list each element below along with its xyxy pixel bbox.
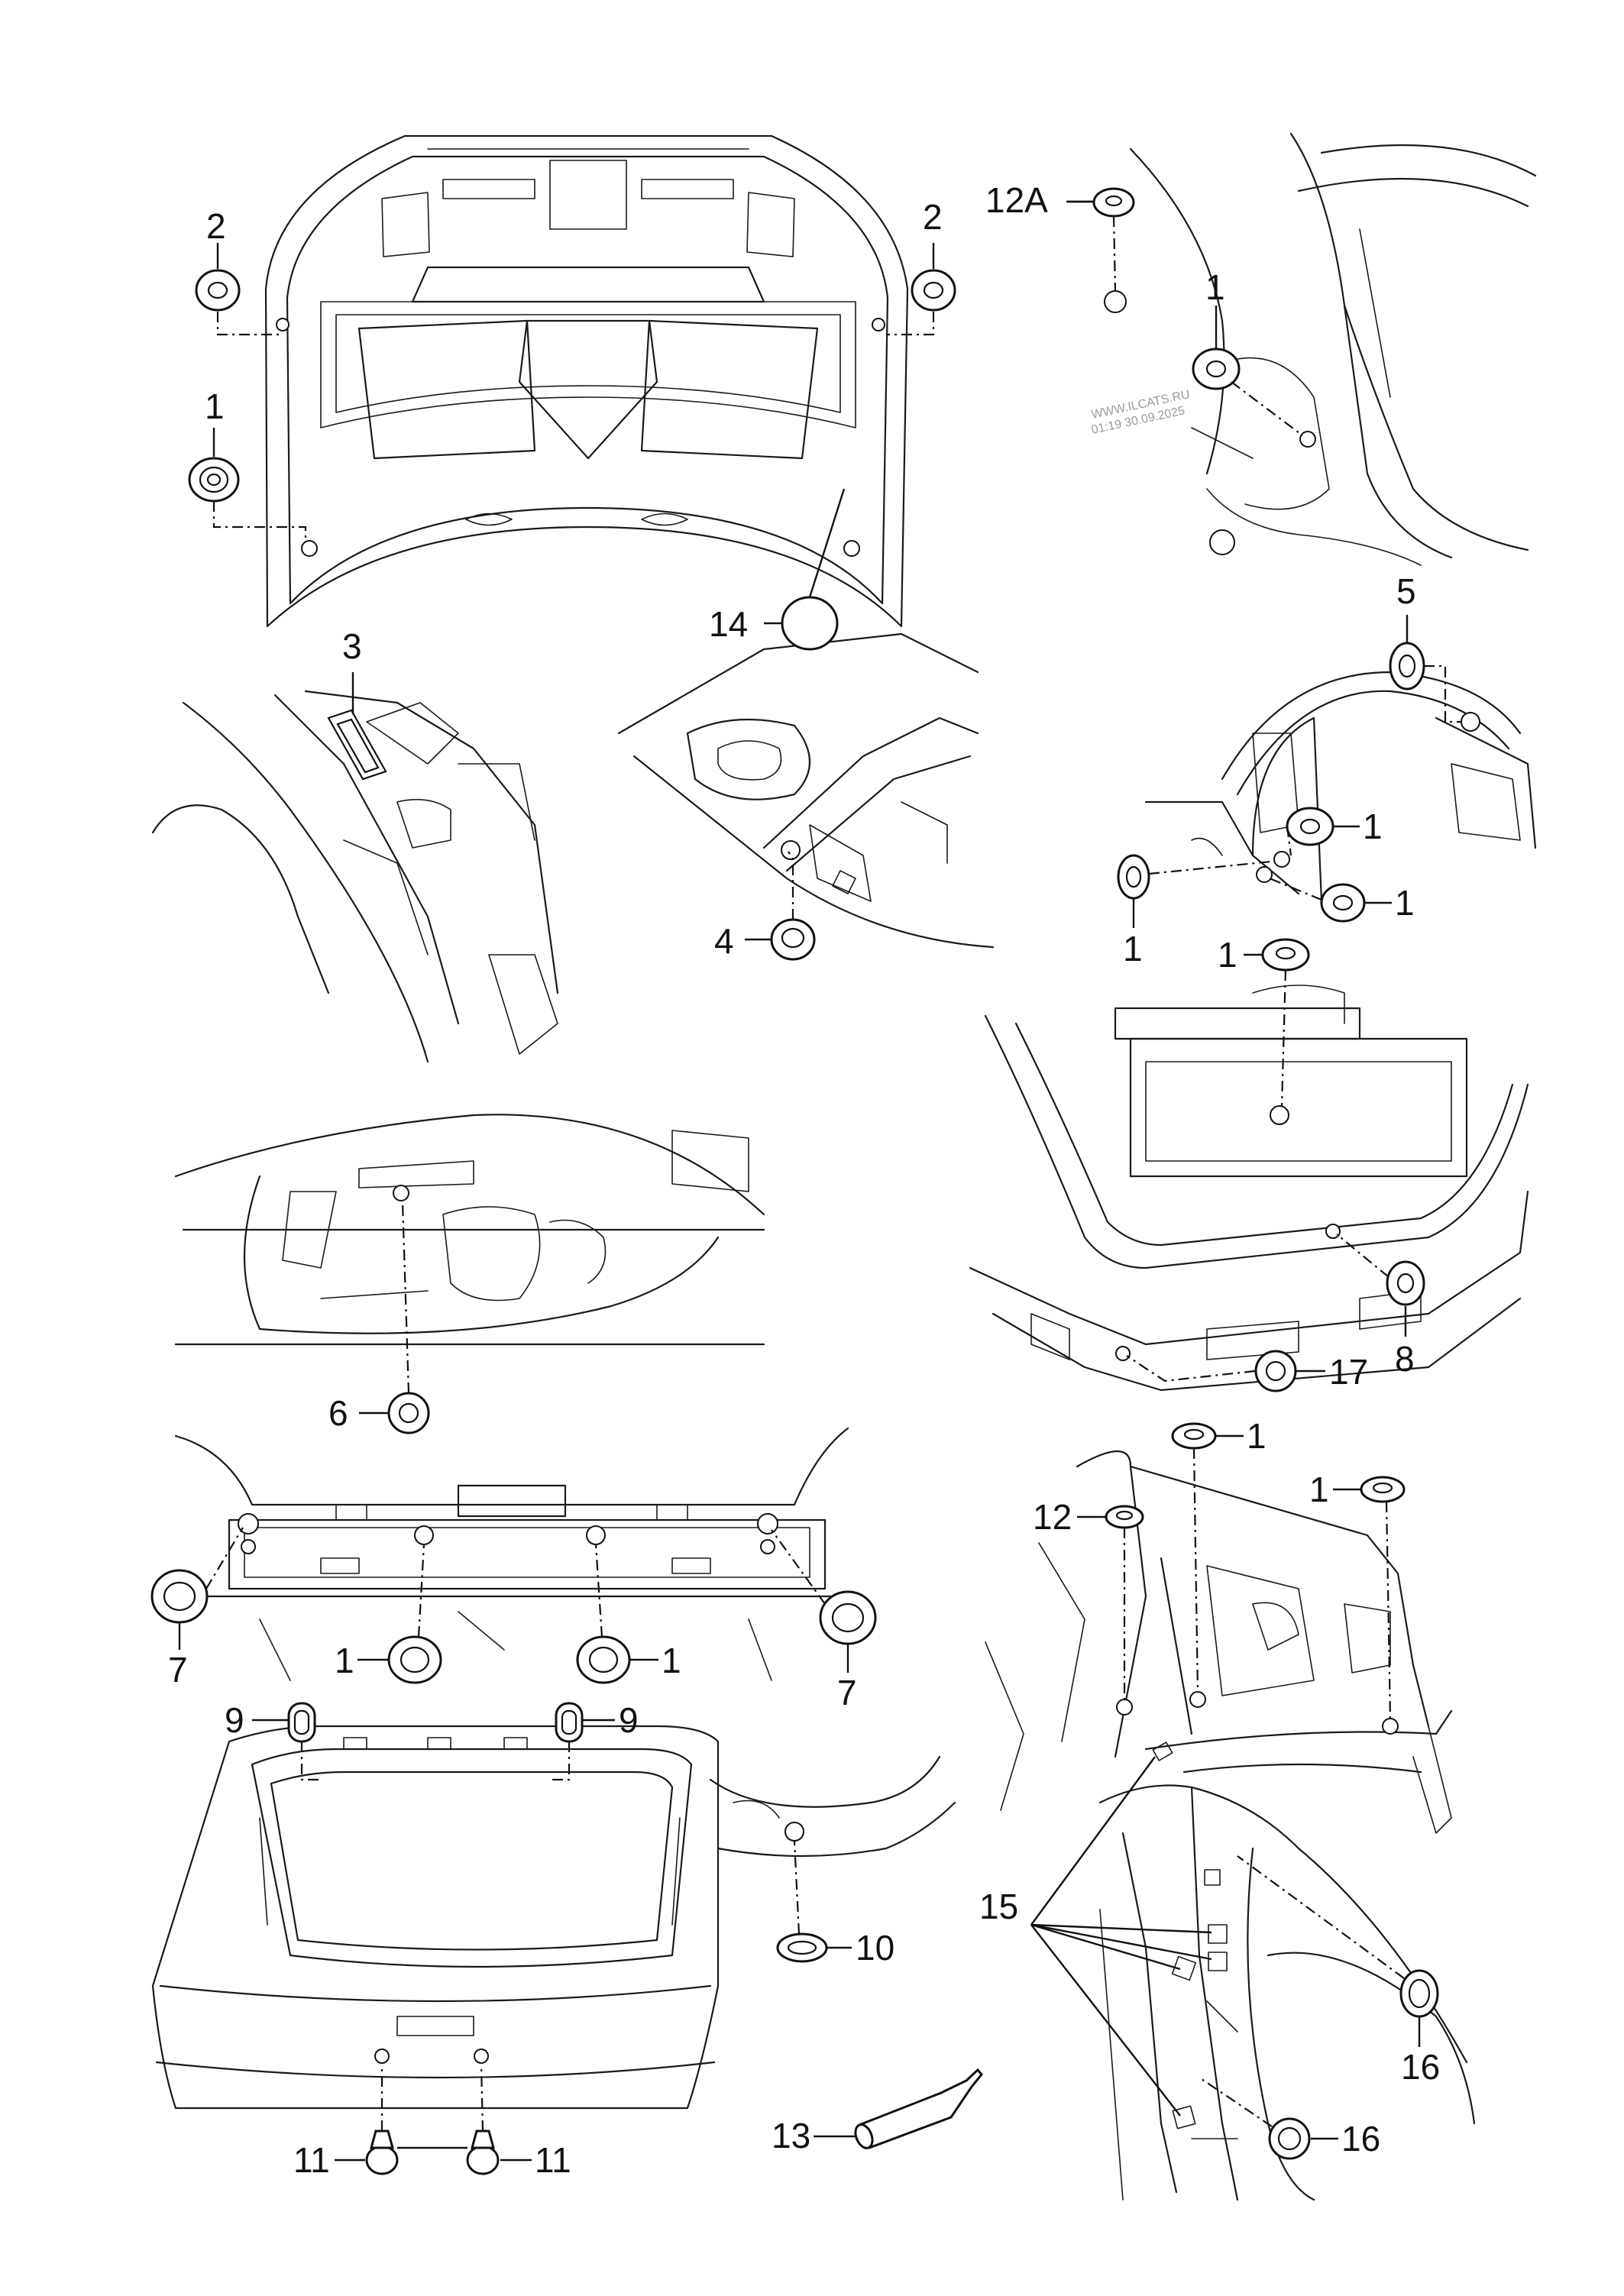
callout-15: 15 bbox=[979, 1887, 1018, 1926]
callout-17: 17 bbox=[1329, 1352, 1368, 1392]
rear-body-drawing bbox=[985, 1450, 1453, 1834]
rear-panel-drawing bbox=[174, 1427, 849, 1681]
callout-5: 5 bbox=[1396, 571, 1416, 611]
leader-lines bbox=[178, 200, 1461, 2162]
callout-1-arch-c: 1 bbox=[1123, 929, 1143, 969]
callout-8: 8 bbox=[1395, 1339, 1415, 1379]
callout-3: 3 bbox=[342, 626, 362, 666]
callout-7-left: 7 bbox=[168, 1650, 188, 1690]
callout-7-right: 7 bbox=[837, 1673, 857, 1712]
callout-16-bottom: 16 bbox=[1341, 2119, 1380, 2159]
part-grommets bbox=[150, 187, 1439, 2175]
front-pillar-drawing bbox=[1104, 132, 1537, 566]
callout-1-hood: 1 bbox=[205, 386, 225, 426]
callout-labels: 2 2 1 14 12A 1 3 4 5 1 1 1 1 6 8 17 7 7 … bbox=[168, 180, 1440, 2180]
sill-drawing bbox=[709, 1755, 956, 1858]
callout-9-right: 9 bbox=[619, 1700, 639, 1740]
callout-4: 4 bbox=[714, 921, 734, 961]
callout-1-panel-left: 1 bbox=[335, 1641, 354, 1680]
callout-11-left: 11 bbox=[293, 2140, 330, 2180]
callout-1-pillar: 1 bbox=[1205, 267, 1225, 307]
callout-2-right: 2 bbox=[923, 197, 943, 237]
callout-6: 6 bbox=[328, 1393, 348, 1433]
callout-12A: 12A bbox=[985, 180, 1048, 220]
callout-2-left: 2 bbox=[206, 206, 226, 246]
callout-14: 14 bbox=[709, 604, 748, 644]
callout-16-top: 16 bbox=[1401, 2047, 1440, 2087]
callout-1-panel-right: 1 bbox=[662, 1641, 681, 1680]
callout-1-rear-right: 1 bbox=[1309, 1470, 1329, 1509]
luggage-drawing bbox=[174, 1114, 765, 1346]
callout-10: 10 bbox=[856, 1928, 894, 1968]
callout-13: 13 bbox=[772, 2116, 810, 2155]
callout-9-left: 9 bbox=[225, 1700, 244, 1740]
callout-12: 12 bbox=[1033, 1497, 1072, 1537]
strut-tower-drawing bbox=[617, 632, 995, 949]
fender-drawing bbox=[151, 690, 559, 1063]
callout-1-rear-top: 1 bbox=[1247, 1416, 1267, 1456]
callout-11-right: 11 bbox=[535, 2140, 571, 2180]
callout-1-arch-a: 1 bbox=[1363, 807, 1383, 846]
rear-arch-drawing bbox=[1144, 671, 1537, 903]
trunk-floor-drawing bbox=[969, 985, 1529, 1392]
hood-drawing bbox=[264, 134, 909, 628]
callout-1-arch-b: 1 bbox=[1395, 883, 1415, 923]
tailgate-drawing bbox=[151, 1725, 720, 2110]
callout-1-trunk: 1 bbox=[1218, 935, 1237, 975]
